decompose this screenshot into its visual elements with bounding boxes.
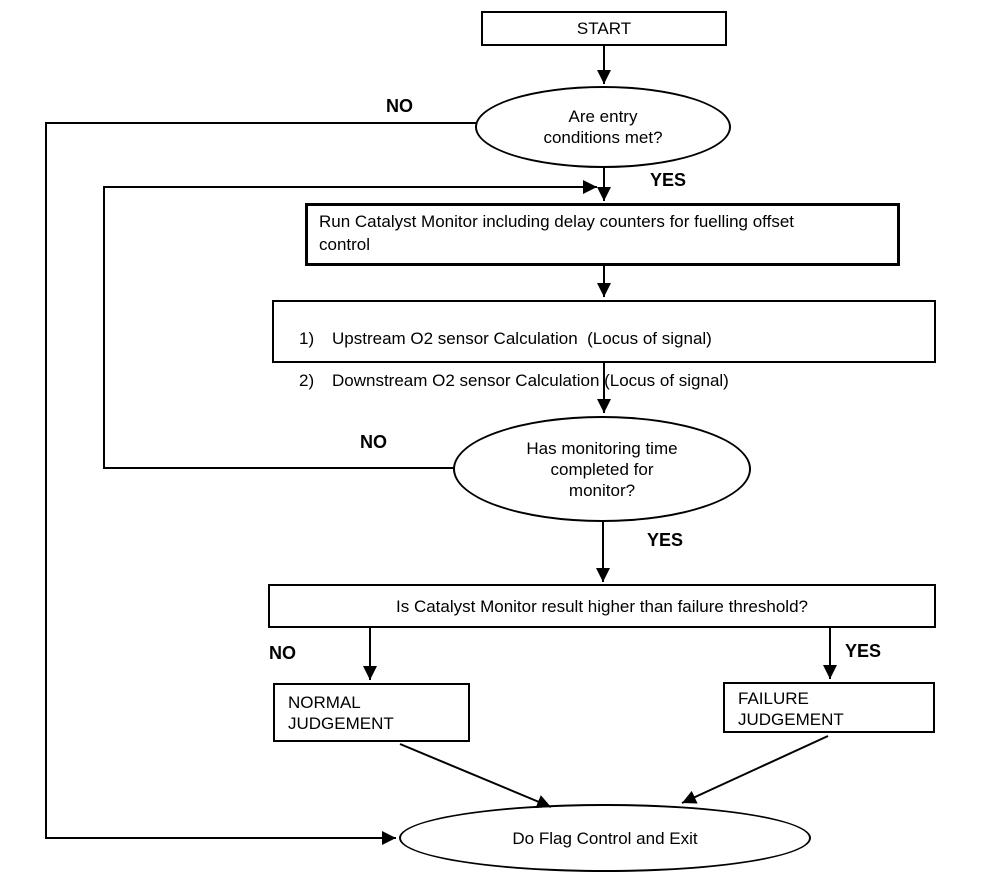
entry-yes-label: YES <box>650 170 687 190</box>
flag-control-exit-node: Do Flag Control and Exit <box>399 804 811 872</box>
monitoring-no-label: NO <box>360 432 387 452</box>
edge-failure-to-exit <box>681 735 829 804</box>
entry-conditions-decision: Are entry conditions met? <box>475 86 731 168</box>
threshold-yes-label: YES <box>845 641 882 661</box>
monitoring-yes-label: YES <box>647 530 684 550</box>
start-node: START <box>481 11 727 46</box>
normal-judgement-node: NORMAL JUDGEMENT <box>273 683 470 742</box>
run-catalyst-monitor-process: Run Catalyst Monitor including delay cou… <box>305 203 900 266</box>
threshold-no-label: NO <box>269 643 296 663</box>
calc-item-upstream: 1) Upstream O2 sensor Calculation (Locus… <box>274 328 934 349</box>
calc-item-downstream: 2) Downstream O2 sensor Calculation (Loc… <box>274 370 934 391</box>
calc-item-number: 1) <box>299 329 315 348</box>
calc-item-number: 2) <box>299 371 315 390</box>
calc-item-text: Upstream O2 sensor Calculation (Locus of… <box>332 329 712 348</box>
edge-normal-to-exit <box>399 743 552 809</box>
entry-no-label: NO <box>386 96 413 116</box>
calc-item-text: Downstream O2 sensor Calculation (Locus … <box>332 371 729 390</box>
failure-judgement-node: FAILURE JUDGEMENT <box>723 682 935 733</box>
monitoring-time-decision: Has monitoring time completed for monito… <box>453 416 751 522</box>
sensor-calculation-process: 1) Upstream O2 sensor Calculation (Locus… <box>272 300 936 390</box>
threshold-decision: Is Catalyst Monitor result higher than f… <box>268 584 936 628</box>
